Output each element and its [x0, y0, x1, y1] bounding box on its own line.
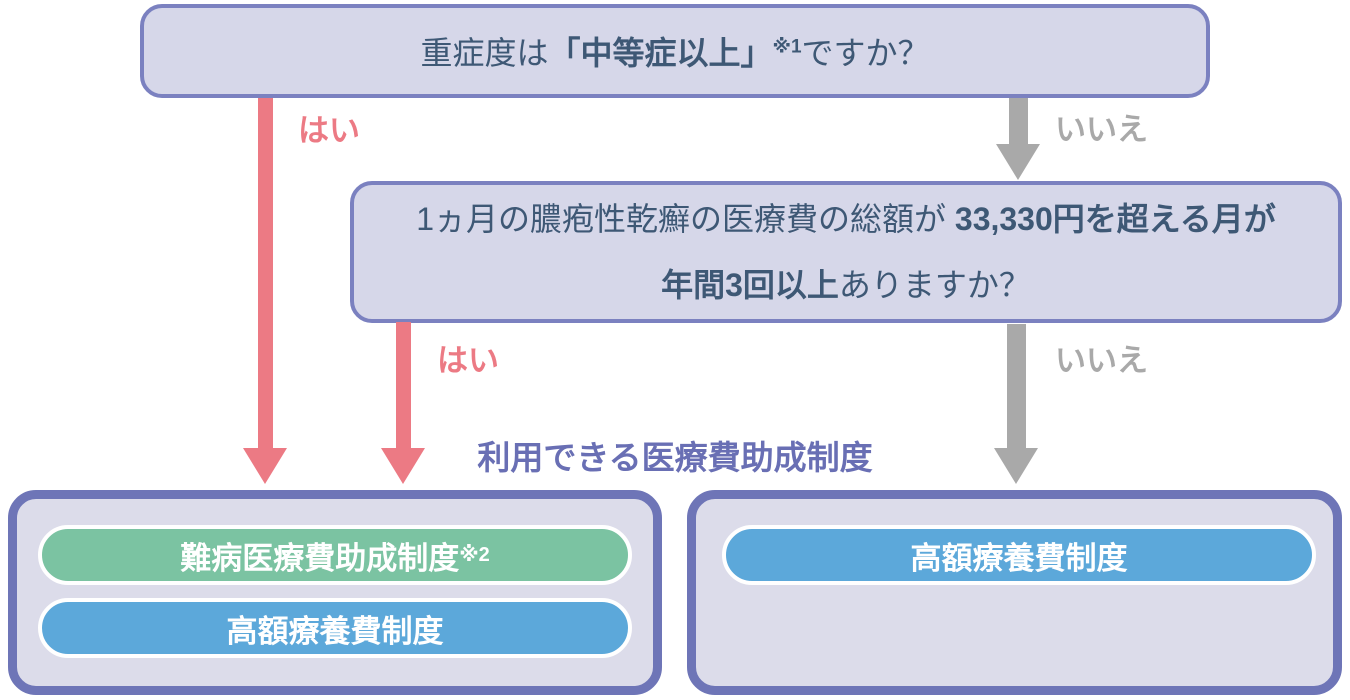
arrow-head-icon [243, 448, 287, 484]
question-severity-bold: 「中等症以上」 [548, 35, 773, 71]
no-label-1: いいえ [1055, 112, 1148, 147]
question-cost-line2: 年間3回以上ありますか？ [416, 252, 1276, 318]
available-subsidy-heading: 利用できる医療費助成制度 [477, 439, 873, 476]
question-cost-line1-bold: 33,330円を超える月が [954, 201, 1276, 237]
arrow-head-icon [994, 448, 1038, 484]
outcome-pill-label: 高額療養費制度 [910, 540, 1128, 576]
question-severity-box: 重症度は「中等症以上」※1ですか？ [140, 4, 1210, 98]
footnote-1-marker: ※1 [772, 36, 802, 58]
outcome-pill-high-cost-care-left: 高額療養費制度 [38, 598, 632, 658]
outcome-container-left [8, 490, 662, 695]
question-cost-box: 1ヵ月の膿疱性乾癬の医療費の総額が 33,330円を超える月が 年間3回以上あり… [350, 181, 1342, 323]
question-severity-pre: 重症度は [420, 35, 549, 71]
outcome-pill-high-cost-care-right: 高額療養費制度 [722, 525, 1316, 585]
question-severity-post: ですか？ [801, 35, 930, 71]
arrow-head-icon [381, 448, 425, 484]
yes-arrow-from-question1 [243, 98, 287, 484]
arrow-shaft [395, 322, 411, 448]
no-arrow-from-question1 [996, 98, 1040, 180]
arrow-shaft [257, 98, 273, 448]
question-cost-text: 1ヵ月の膿疱性乾癬の医療費の総額が 33,330円を超える月が 年間3回以上あり… [416, 186, 1276, 318]
yes-label-2: はい [437, 343, 499, 378]
question-cost-line2-bold: 年間3回以上 [661, 267, 839, 303]
outcome-pill-label: 高額療養費制度 [226, 613, 444, 649]
arrow-shaft [1008, 98, 1028, 144]
no-label-2: いいえ [1055, 343, 1148, 378]
yes-arrow-from-question2 [381, 322, 425, 484]
question-severity-text: 重症度は「中等症以上」※1ですか？ [420, 28, 929, 74]
outcome-pill-label: 難病医療費助成制度 [180, 540, 460, 576]
outcome-container-right [687, 490, 1342, 695]
outcome-pill-nanbyo-subsidy: 難病医療費助成制度※2 [38, 525, 632, 585]
arrow-head-icon [996, 144, 1040, 180]
arrow-shaft [1006, 324, 1026, 448]
question-cost-line1: 1ヵ月の膿疱性乾癬の医療費の総額が 33,330円を超える月が [416, 186, 1276, 252]
no-arrow-from-question2 [994, 324, 1038, 484]
question-cost-line1-pre: 1ヵ月の膿疱性乾癬の医療費の総額が [416, 201, 955, 237]
yes-label-1: はい [298, 113, 360, 148]
question-cost-line2-post: ありますか？ [838, 267, 1031, 303]
